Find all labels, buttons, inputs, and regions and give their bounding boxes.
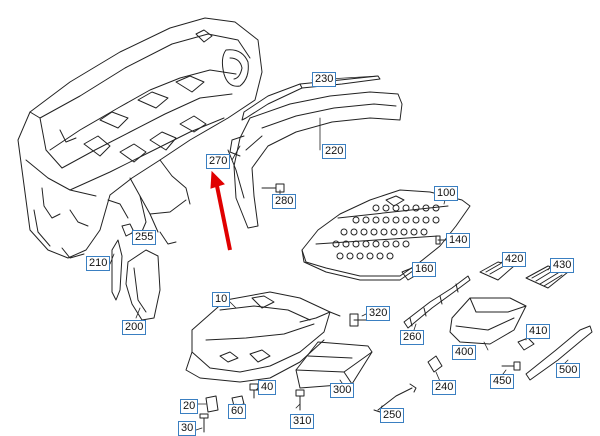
part-callout-320[interactable]: 320 bbox=[366, 306, 391, 321]
part-callout-300[interactable]: 300 bbox=[330, 383, 355, 398]
part-callout-270[interactable]: 270 bbox=[206, 154, 231, 169]
instrument-panel-100 bbox=[301, 189, 471, 281]
bolt-30 bbox=[199, 413, 209, 433]
part-callout-30[interactable]: 30 bbox=[178, 421, 197, 436]
part-callout-10[interactable]: 10 bbox=[212, 292, 231, 307]
side-cover-200 bbox=[125, 249, 161, 321]
center-console-10 bbox=[185, 291, 341, 383]
part-callout-310[interactable]: 310 bbox=[290, 414, 315, 429]
part-callout-430[interactable]: 430 bbox=[550, 258, 575, 273]
part-callout-100[interactable]: 100 bbox=[434, 186, 459, 201]
screw-280 bbox=[261, 183, 285, 193]
part-callout-220[interactable]: 220 bbox=[322, 144, 347, 159]
bolt-310 bbox=[295, 389, 305, 411]
knob-410 bbox=[517, 337, 535, 351]
part-callout-410[interactable]: 410 bbox=[526, 324, 551, 339]
bracket-240 bbox=[427, 355, 443, 373]
part-callout-230[interactable]: 230 bbox=[312, 72, 337, 87]
highlight-arrow bbox=[210, 170, 232, 251]
part-callout-60[interactable]: 60 bbox=[228, 404, 247, 419]
switch-20 bbox=[205, 395, 219, 413]
screw-450 bbox=[501, 361, 521, 371]
bracket-260 bbox=[403, 275, 471, 329]
part-callout-140[interactable]: 140 bbox=[446, 233, 471, 248]
part-callout-255[interactable]: 255 bbox=[132, 230, 157, 245]
part-callout-280[interactable]: 280 bbox=[272, 194, 297, 209]
side-trim-210 bbox=[111, 239, 123, 301]
part-callout-250[interactable]: 250 bbox=[380, 408, 405, 423]
dashboard-assembly bbox=[17, 17, 263, 259]
part-callout-40[interactable]: 40 bbox=[258, 380, 277, 395]
part-callout-260[interactable]: 260 bbox=[400, 330, 425, 345]
part-callout-160[interactable]: 160 bbox=[412, 262, 437, 277]
bolt-40 bbox=[249, 383, 259, 399]
module-300 bbox=[295, 341, 373, 389]
part-callout-400[interactable]: 400 bbox=[452, 345, 477, 360]
part-callout-20[interactable]: 20 bbox=[180, 399, 199, 414]
trim-strip-230 bbox=[241, 75, 381, 121]
part-callout-200[interactable]: 200 bbox=[122, 320, 147, 335]
control-unit-400 bbox=[449, 297, 527, 345]
part-callout-450[interactable]: 450 bbox=[490, 374, 515, 389]
part-callout-420[interactable]: 420 bbox=[502, 252, 527, 267]
trim-panel-220 bbox=[227, 91, 403, 229]
part-callout-210[interactable]: 210 bbox=[86, 256, 111, 271]
part-callout-240[interactable]: 240 bbox=[432, 380, 457, 395]
drawing-linework bbox=[17, 17, 593, 433]
trim-strip-500 bbox=[525, 325, 593, 381]
part-callout-500[interactable]: 500 bbox=[556, 363, 581, 378]
